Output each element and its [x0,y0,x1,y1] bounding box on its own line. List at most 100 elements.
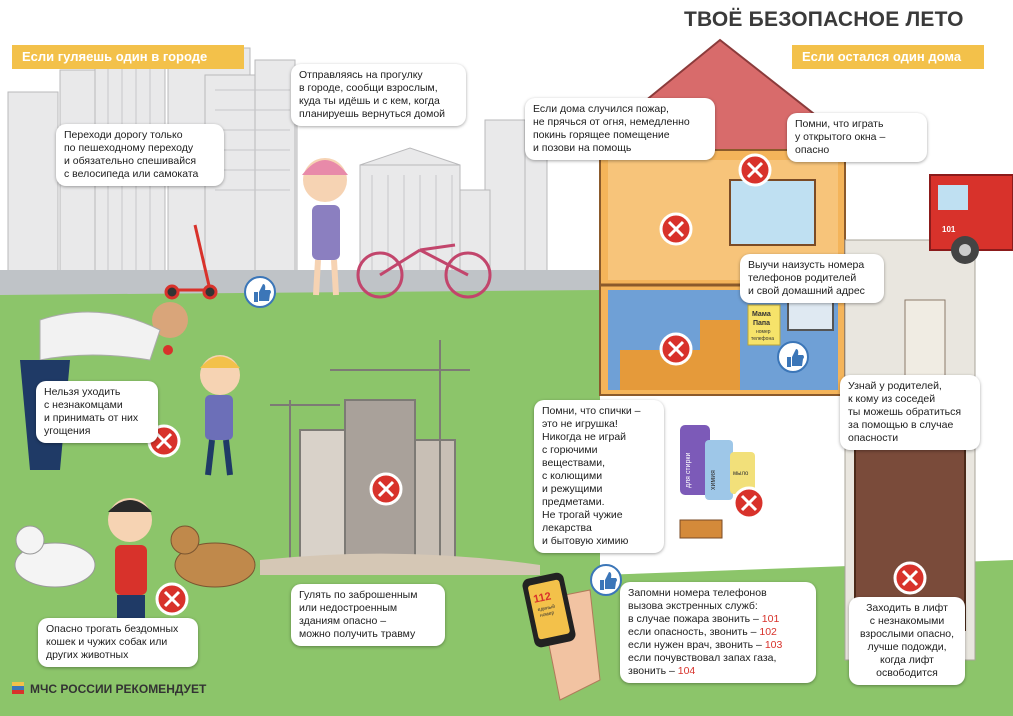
bottle-label-2: химия [710,470,717,490]
tip-line: и позови на помощь [533,142,632,154]
tip-line: угощения [44,425,91,437]
tip-line: опасности [848,432,899,444]
tip-line: куда ты идёшь и с кем, когда [299,95,440,107]
tip-parents-phones: Выучи наизусть номера телефонов родителе… [740,254,884,303]
tip-line: ты можешь обратиться [848,406,962,418]
warning-x-icon [732,486,766,520]
tip-line: других животных [46,649,129,661]
tip-line: и принимать от них [44,412,139,424]
tip-line: и режущими [542,483,603,495]
note-mama: Мама [752,311,771,318]
tip-line: Помни, что играть [795,118,884,130]
tip-line: лучше подожди, [867,641,947,653]
tip-line: Если дома случился пожар, [533,103,669,115]
tip-line: у открытого окна – [795,131,886,143]
warning-x-icon [893,561,927,595]
tip-line: с незнакомцами [44,399,123,411]
tip-fire: Если дома случился пожар, не прячься от … [525,98,715,160]
hand-with-phone [522,572,601,701]
household-chemicals [680,425,755,500]
matchbox [679,519,723,539]
tip-line: зданиям опасно – [299,615,387,627]
brown-dog [170,525,256,588]
bottle-label-1: для стирки [685,453,692,488]
poster-title: ТВОЁ БЕЗОПАСНОЕ ЛЕТО [684,8,964,31]
warning-x-icon [738,153,772,187]
tip-line: Отправляясь на прогулку [299,69,423,81]
tip-line: Узнай у родителей, [848,380,942,392]
section-banner-city: Если гуляешь один в городе [12,45,244,69]
bottle-label-3: мыло [733,471,749,477]
bicycle [356,243,492,299]
tip-line: телефонов родителей [748,272,857,284]
emergency-line-gas-call: звонить – 104 [628,665,808,678]
phone-sub1: единый [537,603,556,614]
fire-truck [929,174,1013,264]
tip-line: с колющими [542,470,603,482]
tip-line: не прячься от огня, немедленно [533,116,690,128]
tip-line: кошек и чужих собак или [46,636,168,648]
tip-matches: Помни, что спички – это не игрушка! Нико… [534,400,664,553]
tip-line: освободится [876,667,938,679]
tip-line: Никогда не играй [542,431,627,443]
emergency-line-gas: если почувствовал запах газа, [628,652,808,665]
phone-sub2: номер [539,610,555,619]
warning-x-icon [369,472,403,506]
construction-site [270,340,470,561]
tip-line: с горючими [542,444,598,456]
tip-line: или недостроенным [299,602,398,614]
warning-x-icon [659,332,693,366]
tip-line: взрослыми опасно, [859,628,955,640]
warning-x-icon [659,212,693,246]
phone-112: 112 [532,590,552,605]
tip-line: предметами. [542,496,605,508]
tip-window: Помни, что играть у открытого окна – опа… [787,113,927,162]
truck-number: 101 [942,225,956,234]
tip-line: с незнакомыми [869,615,945,627]
tip-line: в городе, сообщи взрослым, [299,82,438,94]
emergency-number: 102 [759,626,777,638]
tip-line: за помощью в случае [848,419,954,431]
scooter [164,224,218,300]
tip-line: Запомни номера телефонов [628,587,767,599]
emergency-text: если почувствовал запах газа, [628,652,777,664]
tip-line: и свой домашний адрес [748,285,865,297]
emblem-icon [12,682,24,694]
emergency-number: 103 [764,639,783,651]
tip-line: планируешь вернуться домой [299,108,446,120]
tip-line: Выучи наизусть номера [748,259,865,271]
thumbs-up-icon [777,341,809,373]
emergency-text: если опасность, звонить – [628,626,760,638]
emergency-number: 104 [677,665,696,677]
footer-recommendation: МЧС РОССИИ РЕКОМЕНДУЕТ [30,682,207,696]
tip-line: покинь горящее помещение [533,129,670,141]
tip-line: лекарства [542,522,592,534]
emergency-line-fire: в случае пожара звонить – 101 [628,613,808,626]
tip-elevator: Заходить в лифт с незнакомыми взрослыми … [849,597,965,685]
tip-line: Помни, что спички – [542,405,641,417]
thumbs-up-icon [244,276,276,308]
tip-strangers: Нельзя уходить с незнакомцами и принимат… [36,381,158,443]
tip-neighbors: Узнай у родителей, к кому из соседей ты … [840,375,980,450]
thumbs-up-icon [590,564,622,596]
tip-animals: Опасно трогать бездомных кошек и чужих с… [38,618,198,667]
tip-line: к кому из соседей [848,393,936,405]
tip-line: и бытовую химию [542,535,629,547]
tip-construction: Гулять по заброшенным или недостроенным … [291,584,445,646]
tip-line: это не игрушка! [542,418,618,430]
emergency-line-doctor: если нужен врач, звонить – 103 [628,639,808,652]
tip-line: и обязательно спешивайся [64,155,197,167]
tip-line: Опасно трогать бездомных [46,623,179,635]
note-papa: Папа [753,320,770,327]
tip-line: когда лифт [879,654,934,666]
tip-line: Нельзя уходить [44,386,121,398]
tip-line: Не трогай чужие [542,509,623,521]
note-phone1: номер [756,329,771,335]
emergency-line-police: если опасность, звонить – 102 [628,626,808,639]
construction-ground [260,553,540,575]
tip-line: опасно [795,144,830,156]
warning-x-icon [155,582,189,616]
tip-line: Переходи дорогу только [64,129,183,141]
section-banner-home: Если остался один дома [792,45,984,69]
